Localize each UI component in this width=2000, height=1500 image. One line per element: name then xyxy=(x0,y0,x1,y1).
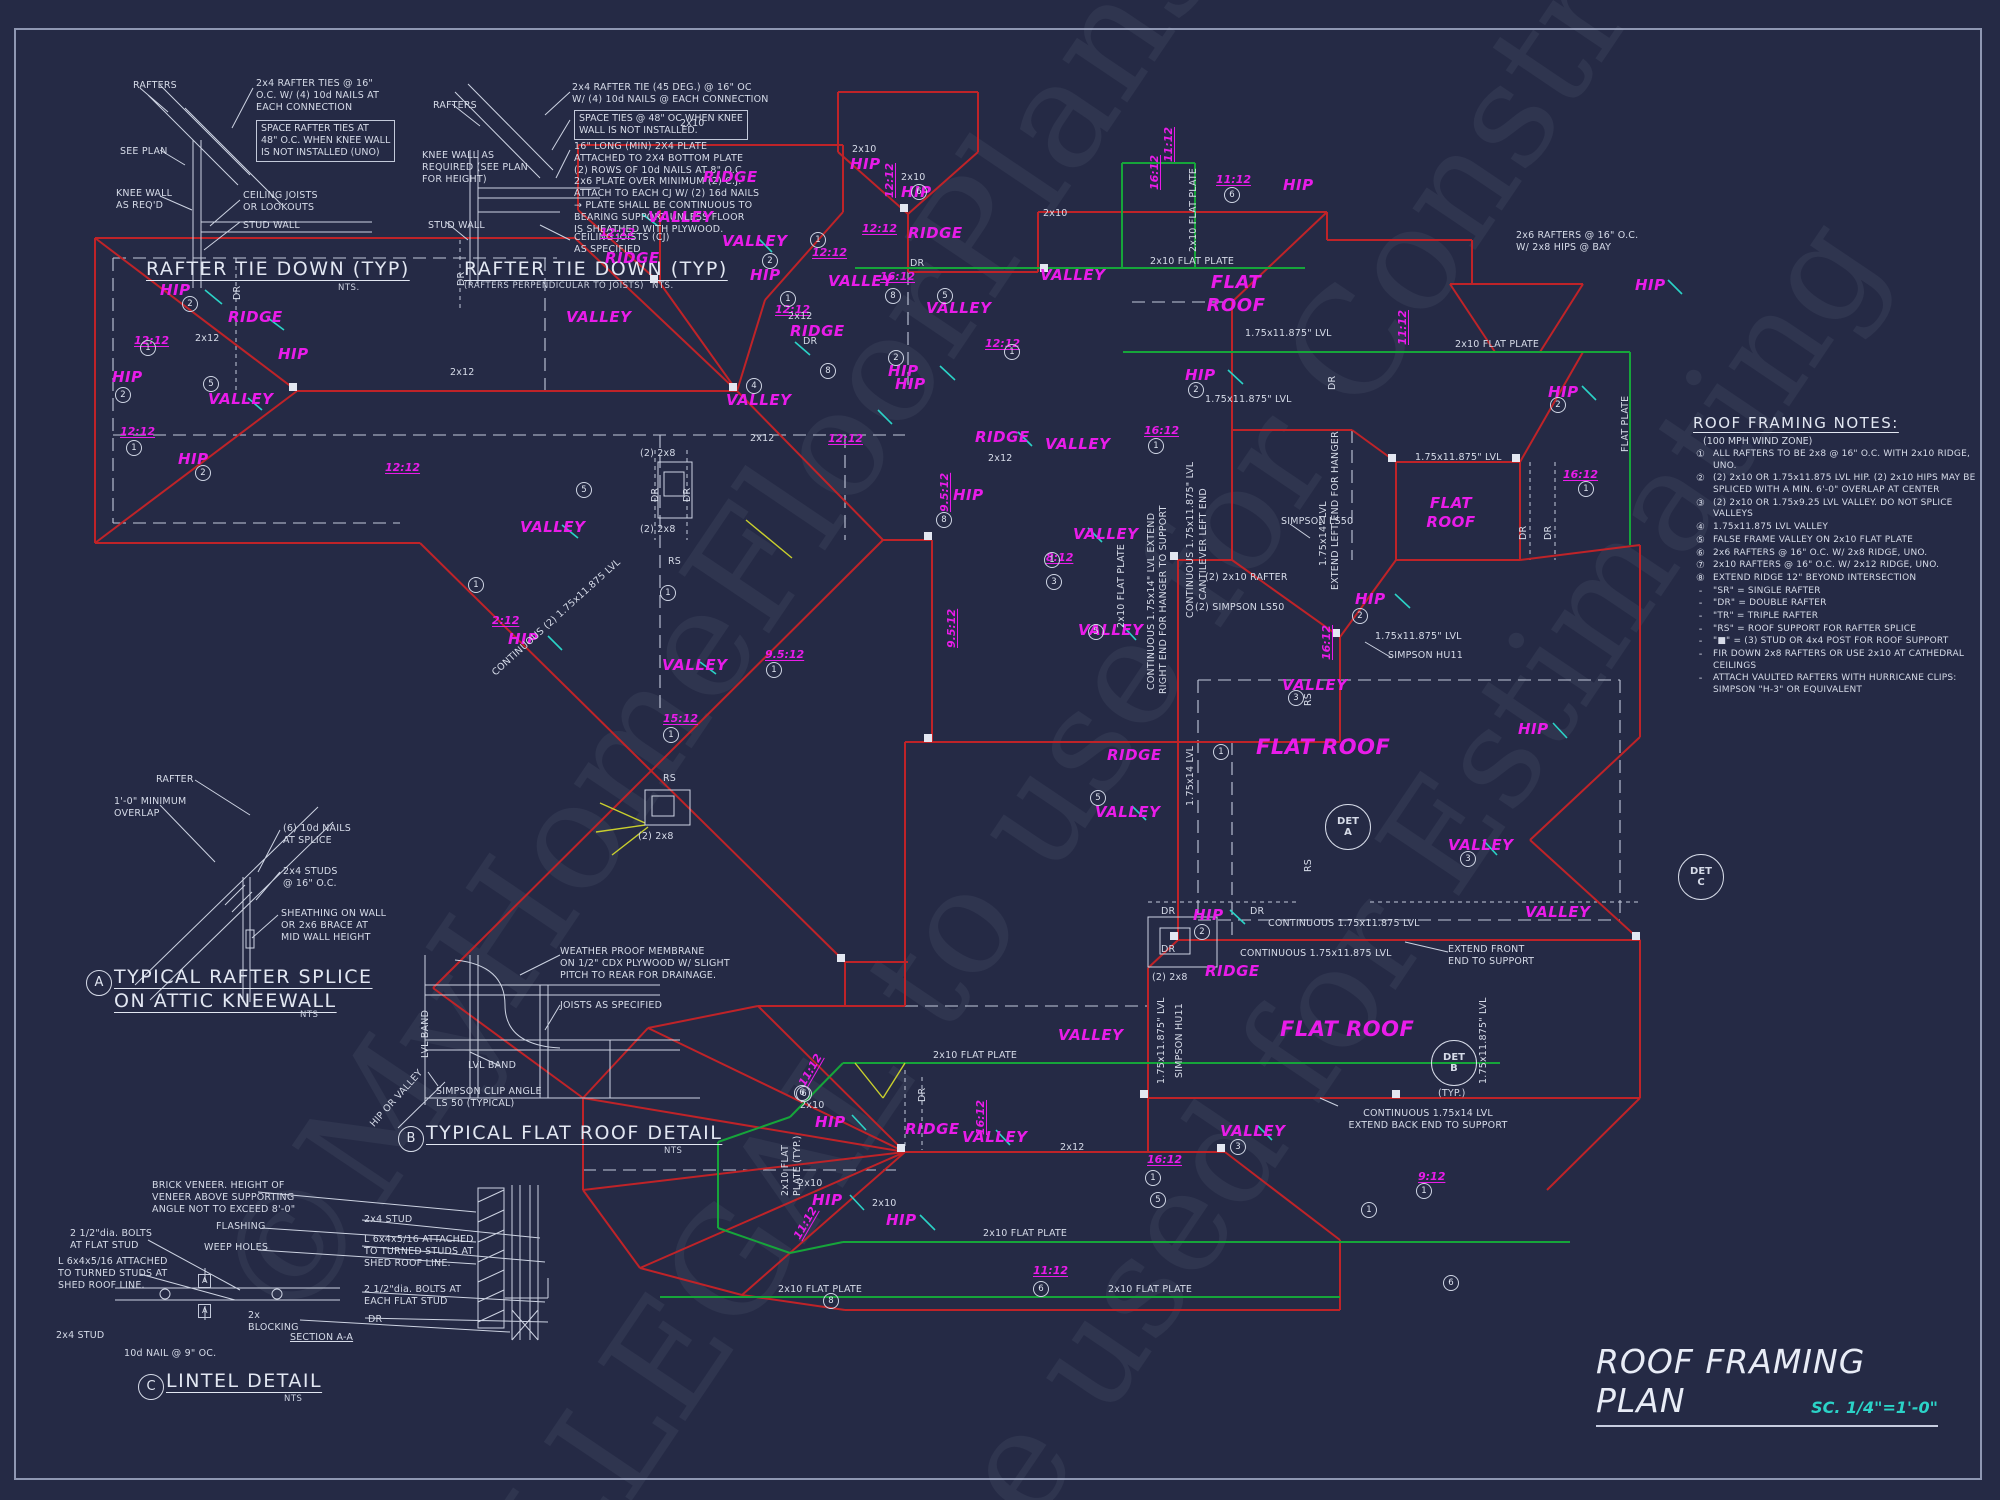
notes-title: ROOF FRAMING NOTES: xyxy=(1693,414,1899,432)
note-item: -"RS" = ROOF SUPPORT FOR RAFTER SPLICE xyxy=(1698,623,1917,635)
brace-lines-yellow xyxy=(595,519,906,1099)
note-item: -"DR" = DOUBLE RAFTER xyxy=(1698,598,1827,610)
note-item: -"■" = (3) STUD OR 4x4 POST FOR ROOF SUP… xyxy=(1698,636,1949,648)
note-item: -"TR" = TRIPLE RAFTER xyxy=(1698,610,1819,622)
note-item: -FIR DOWN 2x8 RAFTERS OR USE 2x10 AT CAT… xyxy=(1698,649,1965,671)
wall-dashed-lines xyxy=(112,257,1621,1171)
roof-framing-notes: ROOF FRAMING NOTES: (100 MPH WIND ZONE) … xyxy=(1693,414,1993,698)
flat-plate-lines-green xyxy=(660,162,1631,1298)
note-item: -"SR" = SINGLE RAFTER xyxy=(1698,585,1821,597)
note-item: -ATTACH VAULTED RAFTERS WITH HURRICANE C… xyxy=(1698,673,1957,696)
sheet-title: ROOF FRAMING PLAN xyxy=(1596,1342,1938,1427)
notes-subtitle: (100 MPH WIND ZONE) xyxy=(1703,436,1813,447)
note-item: ②(2) 2x10 OR 1.75x11.875 LVL HIP. (2) 2x… xyxy=(1696,473,1976,496)
sheet-scale: SC. 1/4"=1'-0" xyxy=(1811,1398,1938,1417)
roof-lines-red xyxy=(94,91,1641,1311)
roof-support-squares xyxy=(289,204,1640,1152)
note-item: ③(2) 2x10 OR 1.75x9.25 LVL VALLEY. DO NO… xyxy=(1696,497,1953,520)
leader-ticks-cyan xyxy=(204,213,1683,1231)
detail-linework-white xyxy=(115,83,1449,1341)
dr-dashdot-lines xyxy=(235,240,1640,1150)
